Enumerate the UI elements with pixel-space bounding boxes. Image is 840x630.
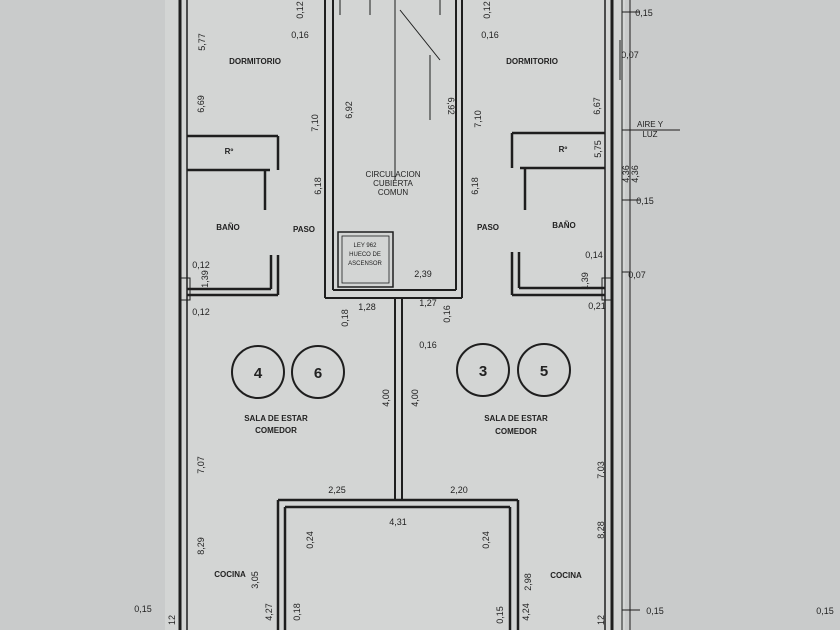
label-aire-y: AIRE Y xyxy=(637,120,664,129)
room-cocina-left: COCINA xyxy=(214,570,246,579)
dim-305: 3,05 xyxy=(250,571,260,589)
dim-015-bottom-left: 0,15 xyxy=(134,604,152,614)
dim-707: 7,07 xyxy=(196,456,206,474)
dim-024-right: 0,24 xyxy=(481,531,491,549)
dim-667: 6,67 xyxy=(592,97,602,115)
circulation-core xyxy=(324,0,463,500)
dim-139-right: 1,39 xyxy=(580,272,590,290)
dim-669: 6,69 xyxy=(196,95,206,113)
dim-703: 7,03 xyxy=(596,461,606,479)
dim-436-b: 4,36 xyxy=(630,165,640,183)
room-r-right: Rº xyxy=(559,145,568,154)
unit-number-4: 4 xyxy=(254,365,263,382)
dim-400-left: 4,00 xyxy=(381,389,391,407)
room-ascensor-3: ASCENSOR xyxy=(348,261,382,267)
dim-710-right: 7,10 xyxy=(473,110,483,128)
dim-016-center-vert: 0,16 xyxy=(442,305,452,323)
dim-12-bottom-right: 12 xyxy=(596,615,606,625)
dim-007-top: 0,07 xyxy=(621,50,639,60)
unit-circle-4 xyxy=(231,345,285,399)
dim-828: 8,28 xyxy=(596,521,606,539)
bath-walls-left xyxy=(187,134,280,297)
dim-015-mid: 0,15 xyxy=(636,196,654,206)
elevator-shaft xyxy=(337,231,394,288)
dim-220: 2,20 xyxy=(450,485,468,495)
dim-829: 8,29 xyxy=(196,537,206,555)
room-dormitorio-right: DORMITORIO xyxy=(506,57,558,66)
dim-427: 4,27 xyxy=(264,603,274,621)
room-bano-right: BAÑO xyxy=(552,221,576,230)
dim-007-right: 0,07 xyxy=(628,270,646,280)
dim-692-right: 6,92 xyxy=(446,97,456,115)
room-paso-right: PASO xyxy=(477,223,499,232)
dim-12-bottom-left: 12 xyxy=(167,615,177,625)
room-sala-left-1: SALA DE ESTAR xyxy=(244,414,308,423)
room-dormitorio-left: DORMITORIO xyxy=(229,57,281,66)
dim-618-left: 6,18 xyxy=(313,177,323,195)
kitchen-walls xyxy=(276,498,520,630)
dim-012-left-2: 0,12 xyxy=(192,307,210,317)
dim-014-right: 0,14 xyxy=(585,250,603,260)
dim-400-right: 4,00 xyxy=(410,389,420,407)
room-sala-right-2: COMEDOR xyxy=(495,427,537,436)
dim-012-top-right: 0,12 xyxy=(482,1,492,19)
dim-618-right: 6,18 xyxy=(470,177,480,195)
dim-431: 4,31 xyxy=(389,517,407,527)
room-circulacion-1: CIRCULACION xyxy=(365,170,420,179)
dim-692-left: 6,92 xyxy=(344,101,354,119)
dim-298: 2,98 xyxy=(523,573,533,591)
unit-number-5: 5 xyxy=(540,363,548,380)
dim-015-bottom-right: 0,15 xyxy=(646,606,664,616)
dim-710-left: 7,10 xyxy=(310,114,320,132)
room-circulacion-3: COMUN xyxy=(378,188,408,197)
unit-circles xyxy=(231,343,571,399)
dim-016-right: 0,16 xyxy=(481,30,499,40)
dim-575: 5,75 xyxy=(593,140,603,158)
dim-128: 1,28 xyxy=(358,302,376,312)
unit-circle-6 xyxy=(291,345,345,399)
bath-walls-right xyxy=(510,131,605,297)
room-circulacion-2: CUBIERTA xyxy=(373,179,413,188)
unit-number-3: 3 xyxy=(479,363,487,380)
room-bano-left: BAÑO xyxy=(216,223,240,232)
window-marks xyxy=(179,11,680,611)
outer-walls xyxy=(178,0,631,630)
dim-012-top-left: 0,12 xyxy=(295,1,305,19)
unit-circle-3 xyxy=(456,343,510,397)
dim-424: 4,24 xyxy=(521,603,531,621)
room-cocina-right: COCINA xyxy=(550,571,582,580)
dim-015-far-right: 0,15 xyxy=(816,606,834,616)
room-sala-right-1: SALA DE ESTAR xyxy=(484,414,548,423)
dim-015-topright: 0,15 xyxy=(635,8,653,18)
dim-436-a: 4,36 xyxy=(621,165,631,183)
dim-577: 5,77 xyxy=(197,33,207,51)
dim-024-left: 0,24 xyxy=(305,531,315,549)
room-paso-left: PASO xyxy=(293,225,315,234)
room-ascensor-1: LEY 962 xyxy=(354,243,378,249)
unit-number-6: 6 xyxy=(314,365,322,382)
room-r-left: Rº xyxy=(225,147,234,156)
dim-139-left: 1,39 xyxy=(200,270,210,288)
dim-021-right: 0,21 xyxy=(588,301,606,311)
room-sala-left-2: COMEDOR xyxy=(255,426,297,435)
dim-018: 0,18 xyxy=(340,309,350,327)
label-luz: LUZ xyxy=(642,130,657,139)
dim-015-bottom: 0,15 xyxy=(495,606,505,624)
unit-circle-5 xyxy=(517,343,571,397)
dim-225: 2,25 xyxy=(328,485,346,495)
dim-016-left: 0,16 xyxy=(291,30,309,40)
dim-012-left-1: 0,12 xyxy=(192,260,210,270)
dim-127: 1,27 xyxy=(419,298,437,308)
dim-018-bottom: 0,18 xyxy=(292,603,302,621)
room-ascensor-2: HUECO DE xyxy=(349,252,381,258)
dim-239: 2,39 xyxy=(414,269,432,279)
dim-016-center: 0,16 xyxy=(419,340,437,350)
